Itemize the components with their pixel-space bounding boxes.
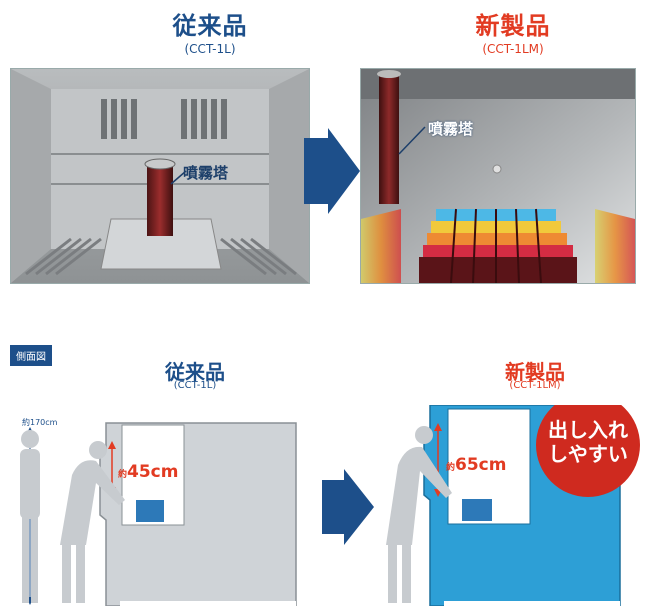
new-spray-tower-label: 噴霧塔 xyxy=(428,120,474,138)
new-reach-measure: 約65cm xyxy=(446,455,506,475)
standing-person-icon xyxy=(20,430,40,603)
old-interior-illustration xyxy=(11,69,309,283)
new-interior-illustration xyxy=(361,69,635,283)
side-old-model: (CCT-1L) xyxy=(173,380,217,391)
old-reach-value: 45cm xyxy=(127,462,179,482)
old-reach-prefix: 約 xyxy=(118,470,128,480)
badge-line-1: 出し入れ xyxy=(548,418,628,442)
old-reach-measure: 約45cm xyxy=(118,462,178,482)
new-reach-prefix: 約 xyxy=(446,463,456,473)
leaning-person-icon xyxy=(60,441,125,603)
person-height-label: 約170cm xyxy=(22,418,58,427)
badge-line-2: しやすい xyxy=(548,442,628,466)
new-sample-box xyxy=(462,499,492,521)
old-spray-tower-label: 噴霧塔 xyxy=(183,164,229,182)
arrow-right-icon xyxy=(322,469,374,545)
old-product-title: 従来品 xyxy=(172,12,248,40)
new-product-title: 新製品 xyxy=(475,12,551,40)
leaning-person-icon xyxy=(386,426,452,603)
new-product-model: (CCT-1LM) xyxy=(482,42,544,56)
old-sample-box xyxy=(136,500,164,522)
side-new-model: (CCT-1LM) xyxy=(509,380,561,391)
side-view-tag: 側面図 xyxy=(10,345,52,366)
old-product-model: (CCT-1L) xyxy=(184,42,236,56)
new-product-photo xyxy=(360,68,636,284)
badge-text: 出し入れ しやすい xyxy=(536,418,640,466)
badge-circle xyxy=(536,405,640,497)
old-product-photo xyxy=(10,68,310,284)
arrow-right-icon xyxy=(304,128,360,214)
side-old-title: 従来品 xyxy=(165,360,225,384)
new-reach-value: 65cm xyxy=(455,455,507,475)
side-view-diagram xyxy=(20,405,640,606)
side-new-title: 新製品 xyxy=(505,360,565,384)
